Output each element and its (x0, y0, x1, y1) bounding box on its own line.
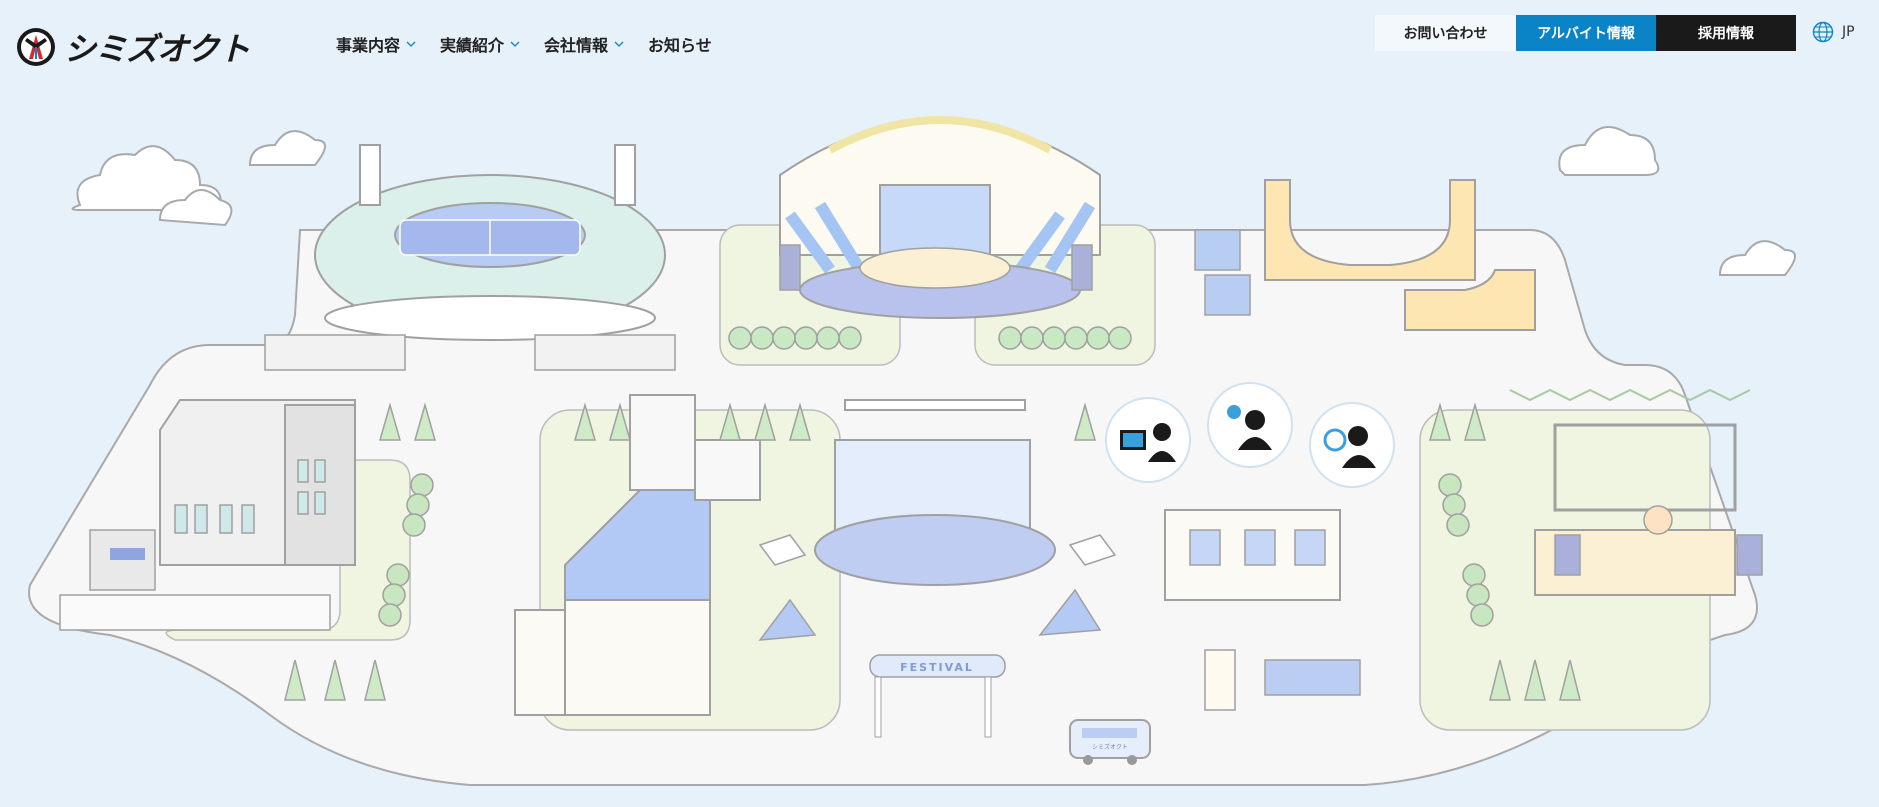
nav-item-label: 実績紹介 (440, 36, 505, 55)
contact-button[interactable]: お問い合わせ (1375, 15, 1516, 51)
stadium (264, 144, 676, 371)
festival-stage: FESTIVAL (758, 399, 1117, 738)
planner-bubble[interactable] (1207, 382, 1293, 468)
bus: シミズオクト (1069, 719, 1151, 765)
nav-item-label: 会社情報 (544, 36, 609, 55)
warehouse (514, 394, 761, 716)
chevron-down-icon (510, 41, 520, 47)
concert-stage (1509, 388, 1763, 596)
site-logo[interactable]: シミズオクト (16, 24, 250, 70)
chevron-down-icon (406, 41, 416, 47)
recruit-info-button[interactable]: 採用情報 (1656, 15, 1796, 51)
bus-label: シミズオクト (1092, 743, 1128, 751)
office-building (59, 399, 356, 631)
site-header: シミズオクト 事業内容 実績紹介 会社情報 お知らせ お問い合わせ アルバイト情… (0, 0, 1879, 90)
globe-icon (1812, 21, 1834, 43)
skate-park (1194, 179, 1536, 331)
staff-bubble[interactable] (1105, 397, 1191, 483)
header-buttons: お問い合わせ アルバイト情報 採用情報 (1375, 15, 1796, 51)
nav-item-news[interactable]: お知らせ (648, 32, 712, 56)
nav-item-label: 事業内容 (336, 36, 401, 55)
hedge (378, 473, 1494, 627)
tree (284, 402, 1581, 701)
city-illustration: FESTIVAL (28, 116, 1796, 786)
part-time-info-button[interactable]: アルバイト情報 (1516, 15, 1656, 51)
nav-item-company[interactable]: 会社情報 (544, 32, 624, 56)
nav-item-label: お知らせ (648, 36, 712, 55)
main-nav: 事業内容 実績紹介 会社情報 お知らせ (336, 32, 712, 56)
festival-sign: FESTIVAL (900, 661, 974, 674)
idea-man-icon (1227, 405, 1272, 450)
arena (728, 116, 1132, 350)
cafe-building (1164, 509, 1361, 711)
nav-item-business[interactable]: 事業内容 (336, 32, 416, 56)
language-switcher[interactable]: JP (1812, 21, 1855, 43)
language-label: JP (1842, 24, 1855, 40)
logo-mark-icon (17, 28, 55, 66)
cloud (71, 126, 1796, 276)
chevron-down-icon (614, 41, 624, 47)
staff-monitor-icon (1120, 423, 1176, 462)
global-man-icon (1323, 426, 1376, 468)
nav-item-works[interactable]: 実績紹介 (440, 32, 520, 56)
global-bubble[interactable] (1309, 402, 1395, 488)
logo-text: シミズオクト (64, 30, 250, 68)
